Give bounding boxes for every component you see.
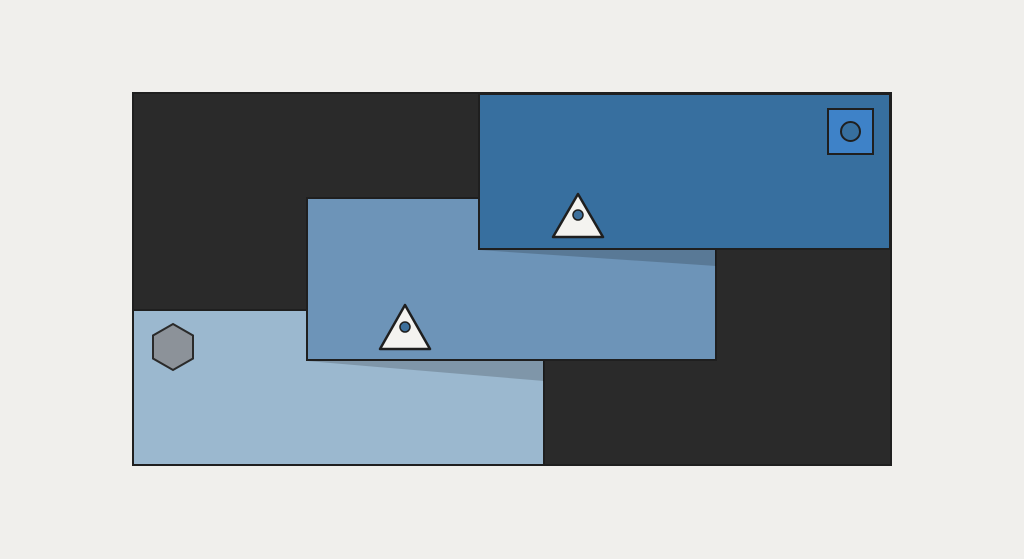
panel-dark-shadow bbox=[479, 250, 716, 266]
panel-dark bbox=[478, 93, 891, 250]
triangle-marker-icon bbox=[551, 192, 605, 239]
panel-mid-shadow bbox=[307, 361, 544, 381]
circle-in-square-icon bbox=[827, 108, 874, 155]
triangle-marker-icon bbox=[378, 303, 432, 351]
hexagon-icon bbox=[152, 322, 194, 372]
